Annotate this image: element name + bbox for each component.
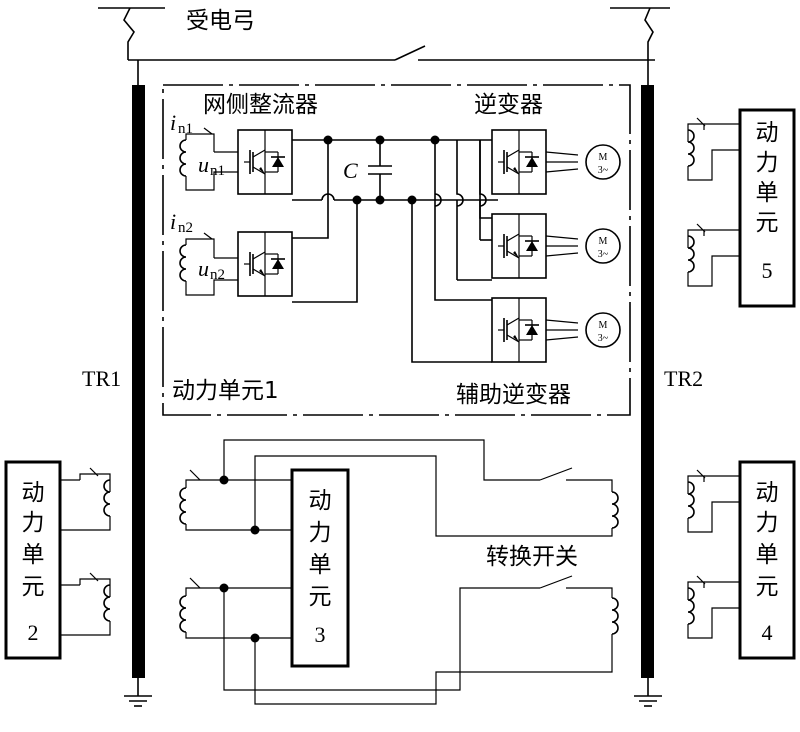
pantograph-label: 受电弓	[186, 8, 255, 34]
aux-inverter	[491, 297, 547, 363]
svg-text:元: 元	[756, 210, 779, 236]
svg-text:力: 力	[22, 510, 45, 536]
svg-text:单: 单	[22, 542, 45, 568]
unit4-windings	[687, 469, 740, 639]
power-unit-5-label: 动 力 单 元 5	[756, 120, 779, 283]
motor-wiring	[545, 151, 579, 341]
svg-text:力: 力	[309, 520, 332, 546]
svg-text:n1: n1	[210, 163, 225, 179]
svg-text:动: 动	[756, 120, 779, 146]
main-breaker-line	[128, 45, 655, 61]
aux-inverter-label: 辅助逆变器	[456, 382, 571, 408]
power-unit-5-box	[738, 108, 796, 308]
power-unit-2-box	[4, 460, 62, 660]
pantograph-right	[610, 7, 670, 60]
power-unit-3-label: 动 力 单 元 3	[309, 488, 332, 647]
unit2-windings	[60, 467, 111, 636]
svg-text:3: 3	[315, 622, 326, 647]
grid-rectifier-label: 网侧整流器	[203, 92, 318, 118]
junction-dots	[323, 135, 440, 205]
svg-text:i: i	[170, 110, 176, 135]
changeover-wiring	[223, 439, 619, 705]
tr2-label: TR2	[664, 366, 703, 391]
voltage-n1-label: u n1	[198, 152, 225, 179]
svg-text:力: 力	[756, 150, 779, 176]
svg-text:5: 5	[762, 258, 773, 283]
svg-text:动: 动	[309, 488, 332, 514]
transformer-core-tr2	[641, 85, 654, 678]
junction-dots-lower	[219, 475, 260, 643]
inverter-2	[491, 213, 547, 279]
svg-text:u: u	[198, 152, 209, 177]
unit5-windings	[687, 117, 740, 287]
svg-text:u: u	[198, 256, 209, 281]
changeover-switch-label: 转换开关	[486, 544, 578, 570]
capacitor-label: C	[343, 158, 358, 183]
svg-text:动: 动	[22, 480, 45, 506]
power-unit-2-label: 动 力 单 元 2	[22, 480, 45, 645]
current-n2-label: i n2	[170, 209, 193, 236]
svg-text:元: 元	[22, 574, 45, 600]
power-unit-4-label: 动 力 单 元 4	[756, 480, 779, 645]
svg-text:单: 单	[309, 552, 332, 578]
motor-icon	[585, 228, 621, 264]
voltage-n2-label: u n2	[198, 256, 225, 283]
svg-text:元: 元	[756, 574, 779, 600]
motor-icon	[585, 312, 621, 348]
tr1-label: TR1	[82, 366, 121, 391]
svg-text:i: i	[170, 209, 176, 234]
svg-text:单: 单	[756, 180, 779, 206]
svg-text:单: 单	[756, 542, 779, 568]
svg-text:力: 力	[756, 510, 779, 536]
inverter-label: 逆变器	[474, 92, 543, 118]
svg-text:4: 4	[762, 620, 773, 645]
rectifier-2	[237, 231, 293, 297]
power-unit-1-box	[162, 84, 631, 416]
pantograph-left	[98, 7, 165, 60]
ground-icon	[633, 677, 663, 707]
transformer-core-tr1	[132, 85, 145, 678]
secondary-winding-1	[179, 127, 238, 191]
current-n1-label: i n1	[170, 110, 193, 137]
svg-text:n2: n2	[210, 267, 225, 283]
motor-icon	[585, 144, 621, 180]
inverter-1	[491, 129, 547, 195]
unit3-windings	[179, 469, 292, 639]
ground-icon	[123, 677, 153, 707]
svg-text:n2: n2	[178, 220, 193, 236]
power-unit-4-box	[738, 460, 796, 660]
svg-text:动: 动	[756, 480, 779, 506]
rectifier-1	[237, 129, 293, 195]
power-unit-3-box	[290, 468, 350, 668]
svg-text:n1: n1	[178, 121, 193, 137]
power-unit-1-label: 动力单元1	[172, 378, 279, 404]
svg-text:2: 2	[28, 620, 39, 645]
svg-text:元: 元	[309, 584, 332, 610]
secondary-winding-2	[179, 232, 238, 296]
dc-link-wiring	[292, 139, 498, 363]
